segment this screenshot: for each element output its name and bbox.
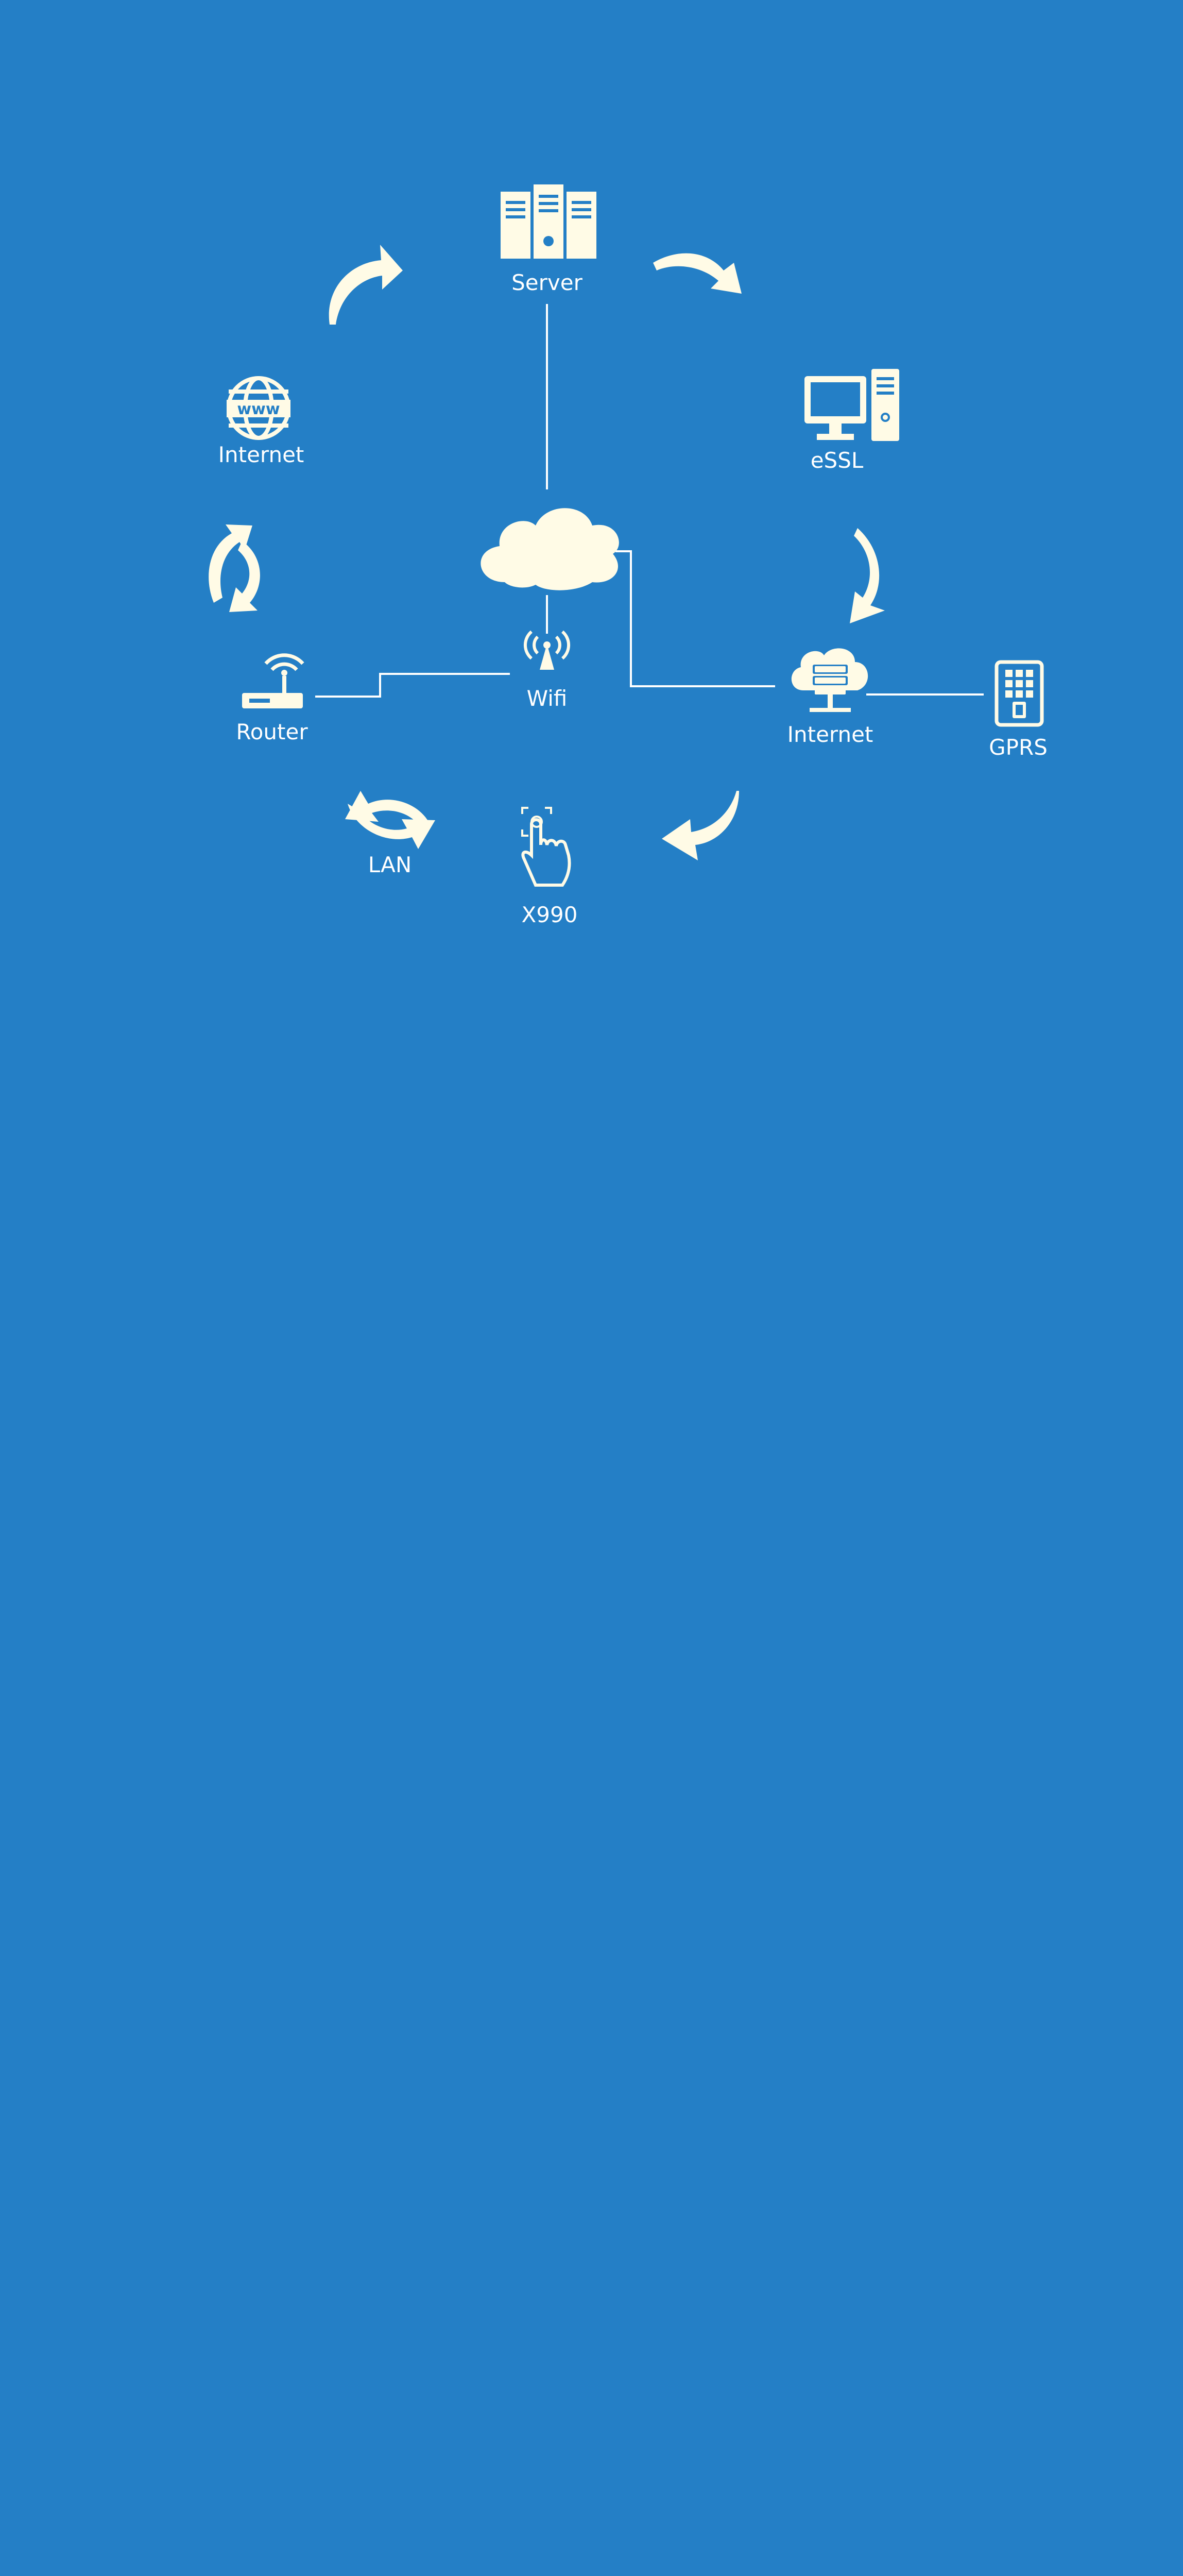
arrow-essl-to-internet <box>850 528 885 623</box>
x990-label: X990 <box>522 902 578 927</box>
sync-arrows-icon <box>345 791 435 849</box>
internet-left-label: Internet <box>218 442 304 467</box>
svg-text:www: www <box>237 400 280 418</box>
internet-right-label: Internet <box>787 722 873 747</box>
lan-label: LAN <box>368 852 412 877</box>
wifi-label: Wifi <box>527 686 568 711</box>
arrow-internet-to-x990 <box>662 791 739 860</box>
wifi-antenna-icon <box>523 630 571 670</box>
cloud-internet-line <box>615 550 775 687</box>
router-icon <box>242 653 304 708</box>
refresh-arrows-icon <box>209 524 260 612</box>
essl-label: eSSL <box>811 448 864 473</box>
server-rack-icon <box>501 184 596 259</box>
cloud-server-icon <box>791 648 868 712</box>
router-label: Router <box>236 719 308 744</box>
gprs-label: GPRS <box>989 735 1048 760</box>
arrow-internet-to-server <box>329 245 403 325</box>
gprs-device-icon <box>995 660 1044 727</box>
desktop-computer-icon <box>804 369 899 441</box>
arrow-server-to-essl <box>653 253 742 294</box>
globe-www-icon: www <box>227 376 290 440</box>
server-label: Server <box>511 270 582 295</box>
fingerprint-touch-icon <box>521 807 571 887</box>
wifi-router-line <box>315 673 510 698</box>
cloud-icon <box>481 508 619 590</box>
